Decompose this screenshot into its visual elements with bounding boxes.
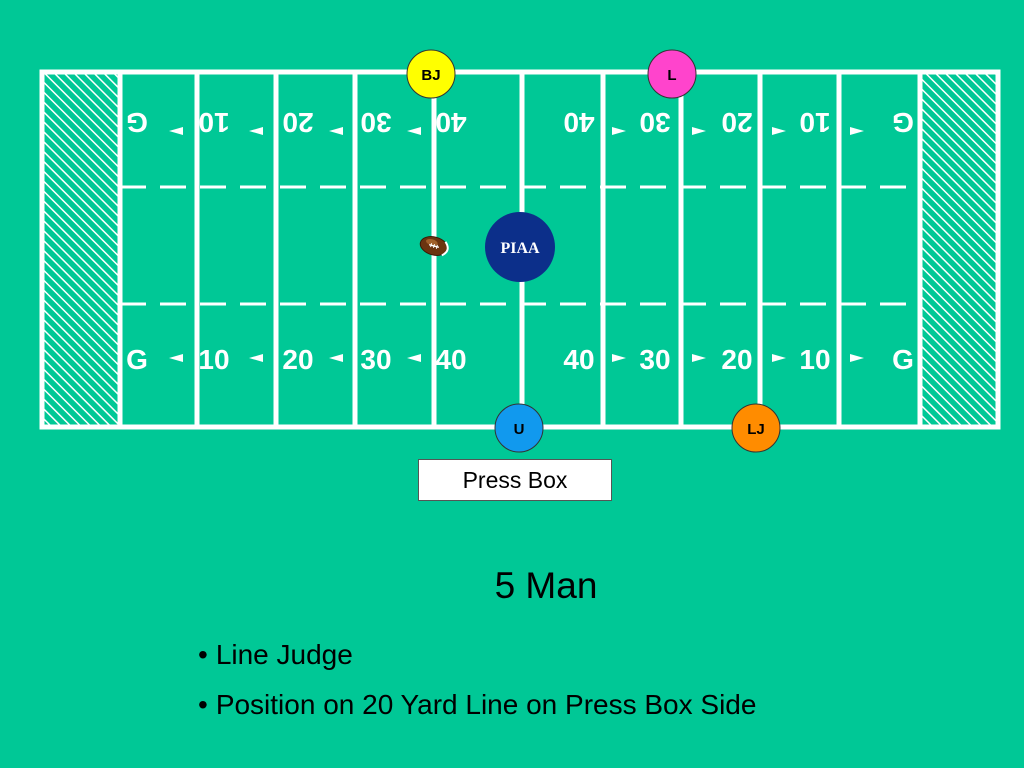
- arrow-right-icon: [692, 354, 706, 362]
- yard-number: 40: [435, 344, 466, 375]
- bullet-text: Position on 20 Yard Line on Press Box Si…: [215, 689, 757, 720]
- bullet-dot: •: [198, 689, 208, 720]
- yard-number: G: [126, 344, 148, 375]
- arrow-left-icon: [169, 354, 183, 362]
- yard-number: 30: [639, 344, 670, 375]
- bottom-yard-numbers: G 10 20 30 40 40 30 20 10 G: [126, 344, 914, 375]
- back-judge-marker: [406, 49, 456, 99]
- arrow-left-icon: [329, 127, 343, 135]
- official-umpire: U: [494, 403, 544, 453]
- linesman-marker: [647, 49, 697, 99]
- hash-marks: [120, 185, 920, 306]
- bullet-item: •Position on 20 Yard Line on Press Box S…: [198, 680, 756, 730]
- arrow-right-icon: [772, 127, 786, 135]
- yard-number: G: [892, 344, 914, 375]
- bullet-item: •Line Judge: [198, 630, 756, 680]
- right-end-zone: [920, 72, 998, 427]
- bullet-text: Line Judge: [215, 639, 353, 670]
- umpire-label: U: [514, 421, 525, 438]
- arrow-left-icon: [407, 127, 421, 135]
- arrow-right-icon: [850, 127, 864, 135]
- yard-number: 20: [282, 107, 313, 138]
- arrow-left-icon: [407, 354, 421, 362]
- umpire-marker: [494, 403, 544, 453]
- yard-number: 10: [799, 344, 830, 375]
- official-back-judge: BJ: [406, 49, 456, 99]
- bullet-list: •Line Judge •Position on 20 Yard Line on…: [198, 630, 756, 730]
- yard-number: 10: [198, 344, 229, 375]
- arrow-left-icon: [169, 127, 183, 135]
- slide-title: 5 Man: [494, 565, 598, 606]
- left-end-zone: [42, 72, 120, 427]
- official-line-judge: LJ: [731, 403, 781, 453]
- arrow-right-icon: [692, 127, 706, 135]
- yard-number: 20: [282, 344, 313, 375]
- piaa-logo-text: PIAA: [500, 240, 540, 257]
- official-linesman: L: [647, 49, 697, 99]
- yard-number: 40: [563, 107, 594, 138]
- arrow-left-icon: [329, 354, 343, 362]
- arrow-right-icon: [772, 354, 786, 362]
- yard-number: 40: [435, 107, 466, 138]
- arrow-right-icon: [850, 354, 864, 362]
- top-yard-numbers: G 10 20 30 40 40 30 20 10 G: [126, 107, 914, 138]
- back-judge-label: BJ: [421, 67, 440, 84]
- yard-number: 20: [721, 344, 752, 375]
- football-icon: [419, 236, 449, 257]
- linesman-label: L: [667, 67, 676, 84]
- arrow-left-icon: [249, 127, 263, 135]
- line-judge-marker: [731, 403, 781, 453]
- line-judge-label: LJ: [747, 421, 765, 438]
- yard-number: 10: [799, 107, 830, 138]
- press-box: Press Box: [418, 459, 612, 501]
- yard-number: 40: [563, 344, 594, 375]
- arrow-right-icon: [612, 354, 626, 362]
- yard-number: 10: [198, 107, 229, 138]
- yard-number: 30: [639, 107, 670, 138]
- piaa-logo-circle: [485, 212, 555, 282]
- bullet-dot: •: [198, 639, 208, 670]
- center-logo: PIAA: [485, 212, 555, 282]
- yard-number: 20: [721, 107, 752, 138]
- yard-number: 30: [360, 107, 391, 138]
- yard-number: G: [892, 107, 914, 138]
- arrow-left-icon: [249, 354, 263, 362]
- yard-number: G: [126, 107, 148, 138]
- yard-number: 30: [360, 344, 391, 375]
- arrow-right-icon: [612, 127, 626, 135]
